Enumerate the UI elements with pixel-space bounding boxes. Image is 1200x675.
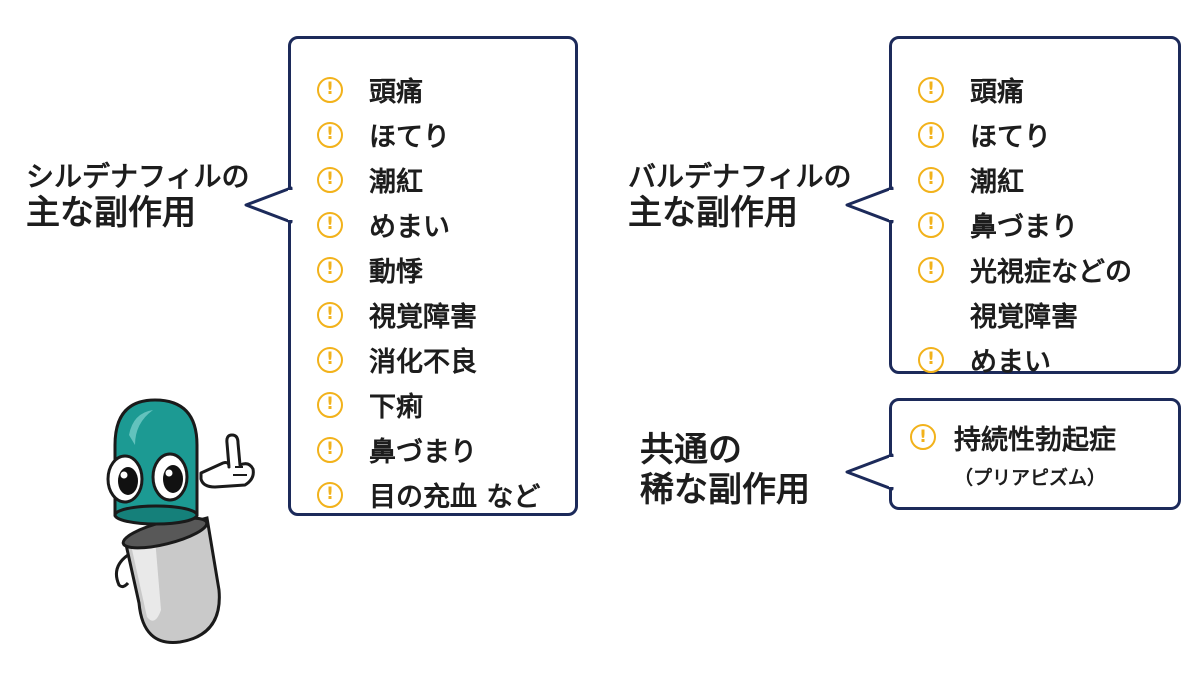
list-item-label: ほてり <box>369 122 450 153</box>
exclamation-circle-icon: ! <box>918 346 944 373</box>
list-item: ! めまい <box>317 202 575 247</box>
list-item-label: 鼻づまり <box>369 437 477 468</box>
exclamation-circle-icon: ! <box>918 121 944 148</box>
exclamation-circle-icon: ! <box>317 121 343 148</box>
capsule-mascot <box>106 398 255 645</box>
list-item: ! めまい <box>918 337 1178 382</box>
vardenafil-bubble-tail <box>845 186 895 224</box>
list-item-label: 頭痛 <box>970 77 1024 108</box>
exclamation-circle-icon: ! <box>910 424 936 450</box>
exclamation-circle-icon: ! <box>317 346 343 373</box>
exclamation-circle-icon: ! <box>918 256 944 283</box>
vardenafil-side-effects-bubble: ! 頭痛 ! ほてり ! 潮紅 ! 鼻づまり ! 光視症などの 視覚障害 ! めまい <box>889 36 1181 378</box>
list-item: ! 潮紅 <box>317 157 575 202</box>
list-item-label: 下痢 <box>369 392 423 423</box>
list-item-label: めまい <box>970 347 1051 378</box>
vardenafil-title-line1: バルデナフィルの <box>628 160 852 193</box>
list-item: ! ほてり <box>317 112 575 157</box>
list-item-label: 鼻づまり <box>970 212 1078 243</box>
list-item: ! 鼻づまり <box>317 427 575 472</box>
list-item-label: 潮紅 <box>369 167 423 198</box>
exclamation-circle-icon: ! <box>918 166 944 193</box>
exclamation-circle-icon: ! <box>317 391 343 418</box>
list-item: ! 消化不良 <box>317 337 575 382</box>
sildenafil-title: シルデナフィルの 主な副作用 <box>26 160 249 233</box>
sildenafil-side-effects-bubble: ! 頭痛 ! ほてり ! 潮紅 ! めまい ! 動悸 ! 視覚障害 ! 消化不良 ! 下痢 ! 鼻… <box>288 36 578 516</box>
list-item-subtext: （プリアピズム） <box>954 467 1107 489</box>
list-item-continuation: 視覚障害 <box>918 292 1178 337</box>
vardenafil-title: バルデナフィルの 主な副作用 <box>628 160 851 233</box>
list-item: ! 動悸 <box>317 247 575 292</box>
exclamation-circle-icon: ! <box>317 211 343 238</box>
list-item-label: 持続性勃起症 <box>954 424 1116 456</box>
list-item: ! 頭痛 <box>317 67 575 112</box>
exclamation-circle-icon: ! <box>317 436 343 463</box>
sildenafil-side-effects-list: ! 頭痛 ! ほてり ! 潮紅 ! めまい ! 動悸 ! 視覚障害 ! 消化不良 ! 下痢 ! 鼻… <box>317 67 575 517</box>
mascot-arm-left <box>115 553 130 589</box>
capsule-bottom-half <box>121 516 221 645</box>
list-item-label: 潮紅 <box>970 167 1024 198</box>
list-item-label: ほてり <box>970 122 1051 153</box>
exclamation-circle-icon: ! <box>317 166 343 193</box>
list-item: ! 鼻づまり <box>918 202 1178 247</box>
list-item-label: 動悸 <box>369 257 423 288</box>
common-side-effects-bubble: ! 持続性勃起症 （プリアピズム） <box>889 398 1181 510</box>
mascot-eyes <box>106 452 189 504</box>
exclamation-circle-icon: ! <box>317 256 343 283</box>
list-item-label: 目の充血 など <box>369 482 541 513</box>
list-item: ! ほてり <box>918 112 1178 157</box>
list-item: ! 視覚障害 <box>317 292 575 337</box>
common-bubble-tail <box>845 453 895 491</box>
list-item-label: 頭痛 <box>369 77 423 108</box>
exclamation-circle-icon: ! <box>918 76 944 103</box>
list-item: ! 持続性勃起症 <box>910 419 1178 456</box>
exclamation-circle-icon: ! <box>317 481 343 508</box>
common-title-line2: 稀な副作用 <box>640 470 810 511</box>
exclamation-circle-icon: ! <box>918 211 944 238</box>
list-item-label: めまい <box>369 212 450 243</box>
sildenafil-title-line2: 主な副作用 <box>26 193 196 234</box>
common-title-line1: 共通の <box>640 430 742 470</box>
list-item: ! 頭痛 <box>918 67 1178 112</box>
common-title: 共通の 稀な副作用 <box>640 430 810 510</box>
list-item-label: 視覚障害 <box>369 302 477 333</box>
sildenafil-bubble-tail <box>244 186 294 224</box>
list-item: ! 光視症などの <box>918 247 1178 292</box>
sildenafil-title-line1: シルデナフィルの <box>26 160 250 193</box>
mascot-pointing-hand <box>199 433 255 489</box>
list-item: ! 潮紅 <box>918 157 1178 202</box>
exclamation-circle-icon: ! <box>317 76 343 103</box>
list-item: ! 下痢 <box>317 382 575 427</box>
vardenafil-side-effects-list: ! 頭痛 ! ほてり ! 潮紅 ! 鼻づまり ! 光視症などの 視覚障害 ! めまい <box>918 67 1178 382</box>
list-item: ! 目の充血 など <box>317 472 575 517</box>
list-item-label: 光視症などの <box>970 257 1132 288</box>
list-item-label: 視覚障害 <box>970 302 1078 333</box>
exclamation-circle-icon: ! <box>317 301 343 328</box>
list-item-label: 消化不良 <box>369 347 477 378</box>
vardenafil-title-line2: 主な副作用 <box>628 193 798 234</box>
